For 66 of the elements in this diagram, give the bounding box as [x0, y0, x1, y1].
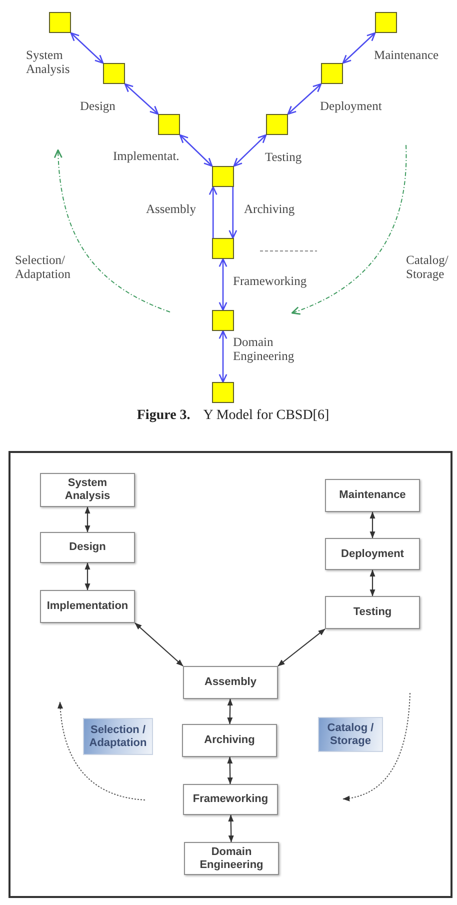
edge-label: Design	[80, 99, 116, 113]
double-arrow	[70, 32, 104, 64]
edge-label: Assembly	[146, 202, 196, 216]
double-arrow	[227, 698, 233, 724]
annotation-label: Catalog/ Storage	[406, 253, 448, 281]
double-arrow	[227, 756, 233, 784]
note-box	[318, 717, 383, 752]
double-arrow	[233, 134, 267, 167]
double-arrow	[179, 134, 213, 167]
process-box	[184, 842, 279, 875]
note-label: Selection / Adaptation	[88, 724, 148, 750]
process-box	[40, 473, 135, 507]
edge-label: Deployment	[320, 99, 382, 113]
process-box	[325, 479, 420, 512]
double-arrow	[370, 570, 376, 596]
process-box	[325, 538, 420, 570]
double-arrow	[228, 814, 234, 842]
process-label: Frameworking	[192, 793, 268, 806]
edge-label: Archiving	[244, 202, 295, 216]
process-label: Testing	[353, 606, 392, 619]
figure-caption: Figure 3. Y Model for CBSD[6]	[136, 408, 330, 424]
edge-label: System Analysis	[26, 48, 70, 76]
double-arrow	[134, 622, 184, 666]
annotation-label: Selection/ Adaptation	[15, 253, 71, 281]
square-node	[266, 114, 288, 135]
square-node	[212, 166, 234, 187]
double-arrow	[84, 562, 90, 590]
arrow	[208, 186, 218, 238]
double-arrow	[218, 330, 228, 383]
edge-label: Testing	[265, 150, 302, 164]
square-node	[49, 12, 71, 33]
arrow	[228, 187, 238, 239]
process-box	[40, 590, 135, 623]
square-node	[212, 382, 234, 403]
square-node	[158, 114, 180, 135]
process-box	[183, 784, 278, 815]
process-label: Maintenance	[339, 489, 406, 502]
edge-label: Domain Engineering	[233, 335, 294, 363]
note-label: Catalog / Storage	[326, 722, 375, 748]
square-node	[375, 12, 397, 33]
square-node	[212, 238, 234, 259]
process-label: Archiving	[204, 734, 255, 747]
double-arrow	[370, 512, 376, 538]
double-arrow	[278, 628, 326, 666]
double-arrow	[84, 506, 90, 532]
double-arrow	[124, 83, 159, 115]
edge-label: Implementat.	[113, 149, 180, 163]
double-arrow	[342, 32, 376, 64]
square-node	[212, 310, 234, 331]
square-node	[103, 63, 125, 84]
process-label: Design	[69, 541, 106, 554]
edge-label: Maintenance	[374, 48, 439, 62]
process-label: Implementation	[46, 600, 128, 613]
double-arrow	[287, 83, 322, 115]
process-label: Deployment	[341, 548, 404, 560]
process-label: System Analysis	[64, 477, 112, 503]
note-box	[83, 718, 153, 755]
process-box	[182, 724, 277, 757]
process-label: Assembly	[204, 676, 256, 689]
process-box	[40, 532, 135, 563]
edge-label: Frameworking	[233, 274, 307, 288]
square-node	[321, 63, 343, 84]
process-box	[183, 666, 278, 699]
process-box	[325, 596, 420, 629]
process-label: Domain Engineering	[198, 846, 264, 872]
double-arrow	[218, 258, 228, 311]
